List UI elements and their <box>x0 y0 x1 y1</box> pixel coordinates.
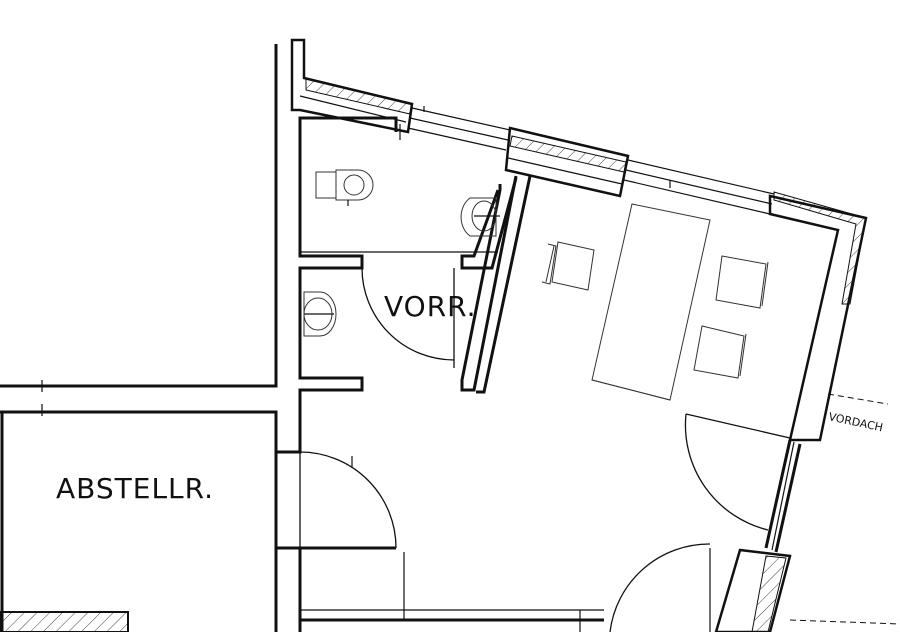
chair-left <box>541 241 595 291</box>
door-swings <box>299 267 791 632</box>
washbasin-wc <box>460 197 500 237</box>
interior-diagonal-wall <box>300 175 532 394</box>
left-exterior-walls <box>0 44 398 454</box>
chair-right-bottom <box>693 325 747 379</box>
chairs <box>541 241 769 379</box>
right-lower-wall <box>714 393 900 632</box>
annotation-vordach: VORDACH <box>827 410 884 434</box>
bottom-walls <box>0 548 711 632</box>
wc-fixtures <box>315 169 374 206</box>
chair-right-top <box>715 255 769 309</box>
room-label-vorraum: VORR. <box>384 290 477 323</box>
abstellraum-walls <box>0 412 396 632</box>
top-wall-segments <box>290 38 868 442</box>
room-label-abstellraum: ABSTELLR. <box>56 472 214 505</box>
dining-table <box>591 203 711 401</box>
washbasin-left <box>303 291 337 337</box>
